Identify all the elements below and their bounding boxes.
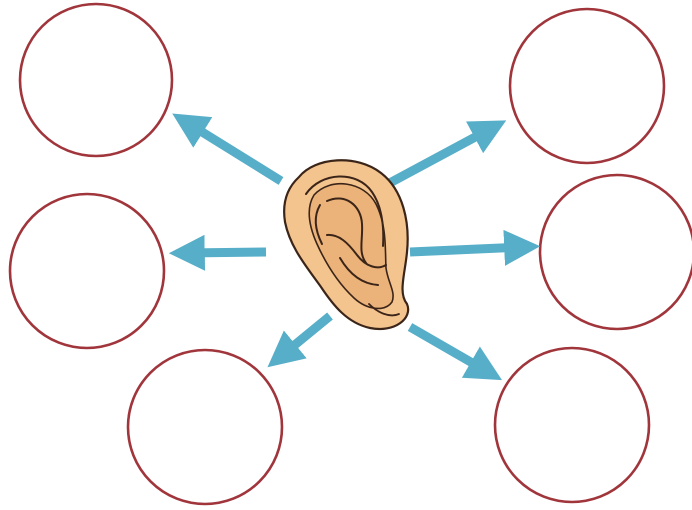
empty-circle-middle-right: [540, 175, 692, 329]
empty-circle-top-right: [510, 9, 664, 163]
arrow-to-bottom-left: [280, 316, 330, 357]
empty-circle-bottom-left: [128, 350, 282, 504]
arrow-to-middle-right: [410, 247, 524, 252]
ear-icon: [284, 160, 408, 329]
empty-circle-bottom-right: [495, 348, 649, 502]
arrow-to-middle-left: [185, 252, 266, 253]
empty-circle-top-left: [20, 4, 172, 156]
arrow-to-bottom-right: [410, 327, 488, 372]
arrow-to-top-right: [386, 128, 492, 185]
empty-circle-middle-left: [10, 194, 164, 348]
arrow-to-top-left: [186, 122, 281, 181]
